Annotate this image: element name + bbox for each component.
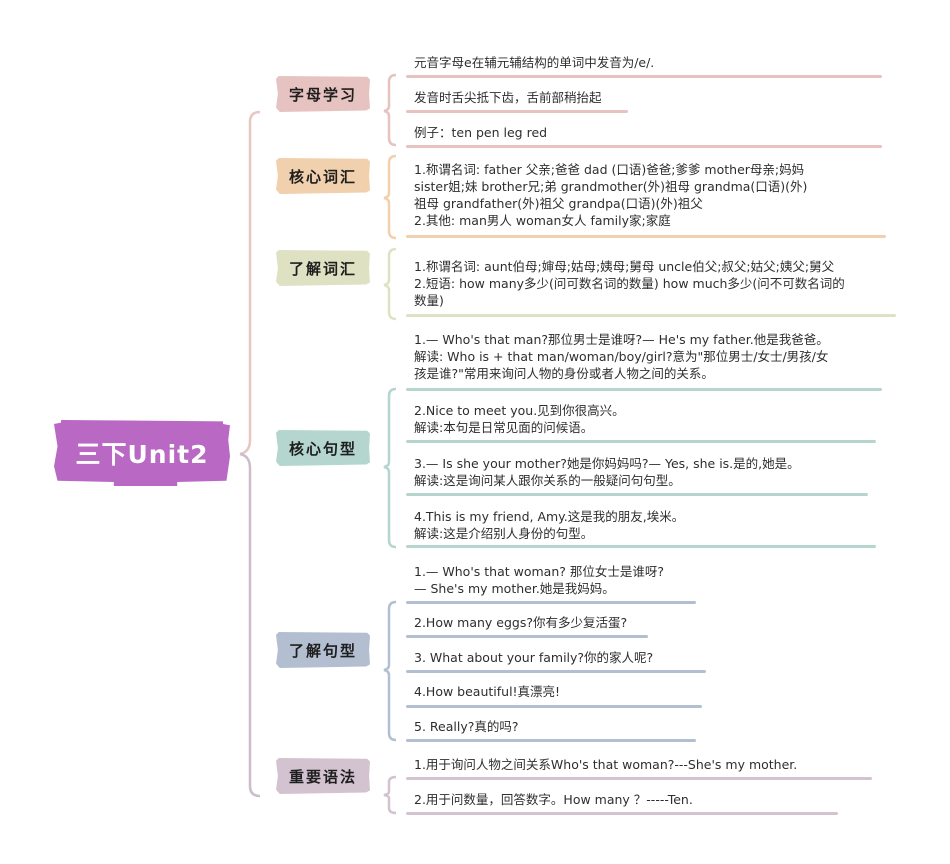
brace-grammar xyxy=(382,775,398,815)
root-topic[interactable]: 三下Unit2 xyxy=(54,420,230,486)
root-brace xyxy=(236,110,266,800)
list-item: 2.Nice to meet you.见到你很高兴。 解读:本句是日常见面的问候… xyxy=(414,403,625,435)
topic-label: 核心词汇 xyxy=(288,167,357,186)
list-item: 4.This is my friend, Amy.这是我的朋友,埃米。 解读:这… xyxy=(414,509,685,541)
brace-know-vocab xyxy=(382,247,398,321)
topic-label: 了解词汇 xyxy=(288,259,357,278)
item-underline xyxy=(406,145,882,148)
list-item: 1.称谓名词: father 父亲;爸爸 dad (口语)爸爸;爹爹 mothe… xyxy=(414,162,808,228)
topic-core-sentences[interactable]: 核心句型 xyxy=(276,430,370,466)
root-topic-label: 三下Unit2 xyxy=(75,440,209,469)
topic-label: 核心句型 xyxy=(288,439,357,458)
item-underline xyxy=(406,777,872,780)
item-underline xyxy=(406,739,696,742)
item-underline xyxy=(406,235,886,238)
item-underline xyxy=(406,314,896,317)
list-item: 1.称谓名词: aunt伯母;婶母;姑母;姨母;舅母 uncle伯父;叔父;姑父… xyxy=(414,259,845,308)
topic-know-sentences[interactable]: 了解句型 xyxy=(276,632,370,668)
item-underline xyxy=(406,545,876,548)
item-underline xyxy=(406,601,696,604)
list-item: 5. Really?真的吗? xyxy=(414,719,519,734)
item-underline xyxy=(406,812,838,815)
list-item: 3.— Is she your mother?她是你妈妈吗?— Yes, she… xyxy=(414,456,800,488)
item-underline xyxy=(406,670,706,673)
topic-core-vocab[interactable]: 核心词汇 xyxy=(276,158,370,194)
list-item: 元音字母e在辅元辅结构的单词中发音为/e/. xyxy=(414,55,655,70)
list-item: 4.How beautiful!真漂亮! xyxy=(414,684,561,699)
topic-grammar[interactable]: 重要语法 xyxy=(276,758,370,794)
item-underline xyxy=(406,493,868,496)
brace-core-vocab xyxy=(382,154,398,240)
brace-letter-study xyxy=(382,73,398,147)
list-item: 发音时舌尖抵下齿，舌前部稍抬起 xyxy=(414,90,602,105)
item-underline xyxy=(406,110,628,113)
brace-core-sentences xyxy=(382,387,398,549)
item-underline xyxy=(406,75,882,78)
item-underline xyxy=(406,388,882,391)
list-item: 2.How many eggs?你有多少复活蛋? xyxy=(414,615,628,630)
topic-letter-study[interactable]: 字母学习 xyxy=(276,76,370,112)
topic-label: 了解句型 xyxy=(288,641,357,660)
list-item: 2.用于问数量，回答数字。How many ？-----Ten. xyxy=(414,792,693,807)
list-item: 1.— Who's that woman? 那位女士是谁呀? — She's m… xyxy=(414,564,664,596)
list-item: 1.用于询问人物之间关系Who's that woman?---She's my… xyxy=(414,757,798,772)
brace-know-sentences xyxy=(382,600,398,742)
list-item: 例子：ten pen leg red xyxy=(414,125,548,140)
topic-know-vocab[interactable]: 了解词汇 xyxy=(276,250,370,286)
list-item: 1.— Who's that man?那位男士是谁呀?— He's my fat… xyxy=(414,332,829,381)
topic-label: 字母学习 xyxy=(288,85,357,104)
item-underline xyxy=(406,440,876,443)
list-item: 3. What about your family?你的家人呢? xyxy=(414,650,654,665)
topic-label: 重要语法 xyxy=(288,767,357,786)
item-underline xyxy=(406,705,702,708)
item-underline xyxy=(406,635,648,638)
